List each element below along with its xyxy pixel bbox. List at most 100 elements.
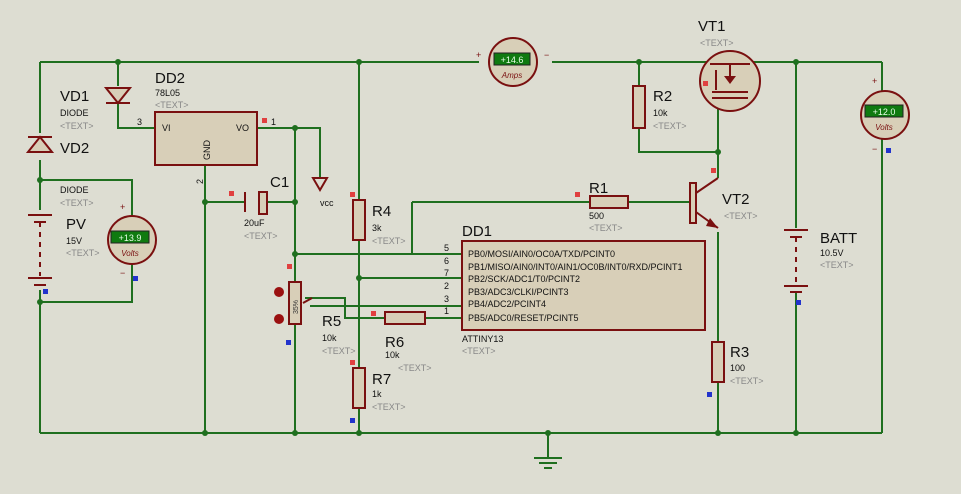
r5-percent: 35% xyxy=(293,300,300,314)
r4-resistor[interactable]: R4 3k <TEXT> xyxy=(352,199,406,246)
dd2-pin-gnd: GND xyxy=(202,140,212,161)
dd1-text: <TEXT> xyxy=(462,346,496,356)
r5-value: 10k xyxy=(322,333,337,343)
dd1-pin-list: 5 PB0/MOSI/AIN0/OC0A/TXD/PCINT0 6 PB1/MI… xyxy=(444,243,683,323)
r2-value: 10k xyxy=(653,108,668,118)
dd2-pin3: 3 xyxy=(137,117,142,127)
voltmeter-batt-minus: − xyxy=(872,144,877,154)
r1-value: 500 xyxy=(589,211,604,221)
dd2-pin-vi: VI xyxy=(162,123,171,133)
r2-resistor[interactable]: R2 10k <TEXT> xyxy=(632,85,687,131)
r1-ref: R1 xyxy=(589,180,608,197)
voltmeter-pv[interactable]: +13.9 Volts + − xyxy=(107,202,157,278)
dd2-value: 78L05 xyxy=(155,88,180,98)
dd2-text: <TEXT> xyxy=(155,100,189,110)
vt1-ref: VT1 xyxy=(698,18,726,35)
c1-text: <TEXT> xyxy=(244,231,278,241)
r6-resistor[interactable]: R6 10k <TEXT> xyxy=(384,311,432,373)
batt-value: 10.5V xyxy=(820,248,844,258)
voltmeter-batt-reading: +12.0 xyxy=(873,107,896,117)
dd1-pin-num: 7 xyxy=(444,268,449,278)
vd1-ref: VD1 xyxy=(60,88,89,105)
voltmeter-pv-minus: − xyxy=(120,268,125,278)
r3-resistor[interactable]: R3 100 <TEXT> xyxy=(711,341,764,386)
pv-source[interactable]: PV 15V <TEXT> xyxy=(28,214,100,286)
dd1-pin-label: PB2/SCK/ADC1/T0/PCINT2 xyxy=(468,274,580,284)
pin-markers xyxy=(43,81,891,423)
vd1-value: DIODE xyxy=(60,108,89,118)
c1-value: 20uF xyxy=(244,218,265,228)
batt-ref: BATT xyxy=(820,230,857,247)
dd1-microcontroller[interactable]: DD1 ATTINY13 <TEXT> 5 PB0/MOSI/AIN0/OC0A… xyxy=(444,223,706,356)
dd1-pin-label: PB0/MOSI/AIN0/OC0A/TXD/PCINT0 xyxy=(468,249,615,259)
r5-potentiometer[interactable]: 35% R5 10k <TEXT> xyxy=(274,281,356,356)
ammeter[interactable]: +14.6 Amps + − xyxy=(476,37,549,87)
vcc-terminal: vcc xyxy=(311,177,334,208)
vt2-transistor[interactable]: VT2 <TEXT> xyxy=(689,177,758,229)
vcc-label: vcc xyxy=(320,198,334,208)
r7-resistor[interactable]: R7 1k <TEXT> xyxy=(352,367,406,412)
r6-text: <TEXT> xyxy=(398,363,432,373)
voltmeter-pv-plus: + xyxy=(120,202,125,212)
dd1-pin-label: PB3/ADC3/CLKI/PCINT3 xyxy=(468,287,569,297)
r3-value: 100 xyxy=(730,363,745,373)
r3-ref: R3 xyxy=(730,344,749,361)
r4-value: 3k xyxy=(372,223,382,233)
batt-battery[interactable]: BATT 10.5V <TEXT> xyxy=(784,229,857,293)
r4-ref: R4 xyxy=(372,203,391,220)
r2-ref: R2 xyxy=(653,88,672,105)
dd2-ref: DD2 xyxy=(155,70,185,87)
vd2-text: <TEXT> xyxy=(60,198,94,208)
vd2-ref: VD2 xyxy=(60,140,89,157)
r3-text: <TEXT> xyxy=(730,376,764,386)
vt1-text: <TEXT> xyxy=(700,38,734,48)
dd1-pin-label: PB4/ADC2/PCINT4 xyxy=(468,299,546,309)
r1-resistor[interactable]: R1 500 <TEXT> xyxy=(589,180,629,233)
r5-ref: R5 xyxy=(322,313,341,330)
vt1-mosfet[interactable]: VT1 <TEXT> xyxy=(698,18,761,112)
dd1-pin-num: 2 xyxy=(444,281,449,291)
pv-text: <TEXT> xyxy=(66,248,100,258)
c1-capacitor[interactable]: C1 20uF <TEXT> xyxy=(244,174,289,241)
r6-ref: R6 xyxy=(385,334,404,351)
r6-value: 10k xyxy=(385,350,400,360)
r7-value: 1k xyxy=(372,389,382,399)
vd2-value: DIODE xyxy=(60,185,89,195)
voltmeter-pv-reading: +13.9 xyxy=(119,233,142,243)
dd1-pin-num: 6 xyxy=(444,256,449,266)
ammeter-minus: − xyxy=(544,50,549,60)
ammeter-unit: Amps xyxy=(501,71,522,80)
vd1-text: <TEXT> xyxy=(60,121,94,131)
dd2-regulator[interactable]: DD2 78L05 <TEXT> VI VO GND 3 1 2 xyxy=(137,70,276,184)
voltmeter-batt-unit: Volts xyxy=(875,123,893,132)
r2-text: <TEXT> xyxy=(653,121,687,131)
dd2-pin1: 1 xyxy=(271,117,276,127)
voltmeter-batt-plus: + xyxy=(872,76,877,86)
dd1-pin-label: PB1/MISO/AIN0/INT0/AIN1/OC0B/INT0/RXD/PC… xyxy=(468,262,683,272)
dd1-pin-num: 5 xyxy=(444,243,449,253)
junctions xyxy=(37,59,799,436)
dd2-pin-vo: VO xyxy=(236,123,249,133)
vd2-diode[interactable]: VD2 DIODE <TEXT> xyxy=(25,135,94,208)
vd1-diode[interactable]: VD1 DIODE <TEXT> xyxy=(60,87,133,131)
vt2-text: <TEXT> xyxy=(724,211,758,221)
ammeter-plus: + xyxy=(476,50,481,60)
batt-text: <TEXT> xyxy=(820,260,854,270)
ground-symbol xyxy=(534,457,562,469)
voltmeter-batt[interactable]: +12.0 Volts + − xyxy=(860,76,910,154)
ammeter-reading: +14.6 xyxy=(501,55,524,65)
dd1-pin-num: 1 xyxy=(444,306,449,316)
voltmeter-pv-unit: Volts xyxy=(121,249,139,258)
r1-text: <TEXT> xyxy=(589,223,623,233)
dd1-pin-label: PB5/ADC0/RESET/PCINT5 xyxy=(468,313,579,323)
dd2-pin2: 2 xyxy=(195,179,205,184)
dd1-ref: DD1 xyxy=(462,223,492,240)
vt2-ref: VT2 xyxy=(722,191,750,208)
pv-value: 15V xyxy=(66,236,82,246)
pv-ref: PV xyxy=(66,216,86,233)
r5-text: <TEXT> xyxy=(322,346,356,356)
wires xyxy=(39,61,883,458)
r4-text: <TEXT> xyxy=(372,236,406,246)
dd1-pin-num: 3 xyxy=(444,294,449,304)
